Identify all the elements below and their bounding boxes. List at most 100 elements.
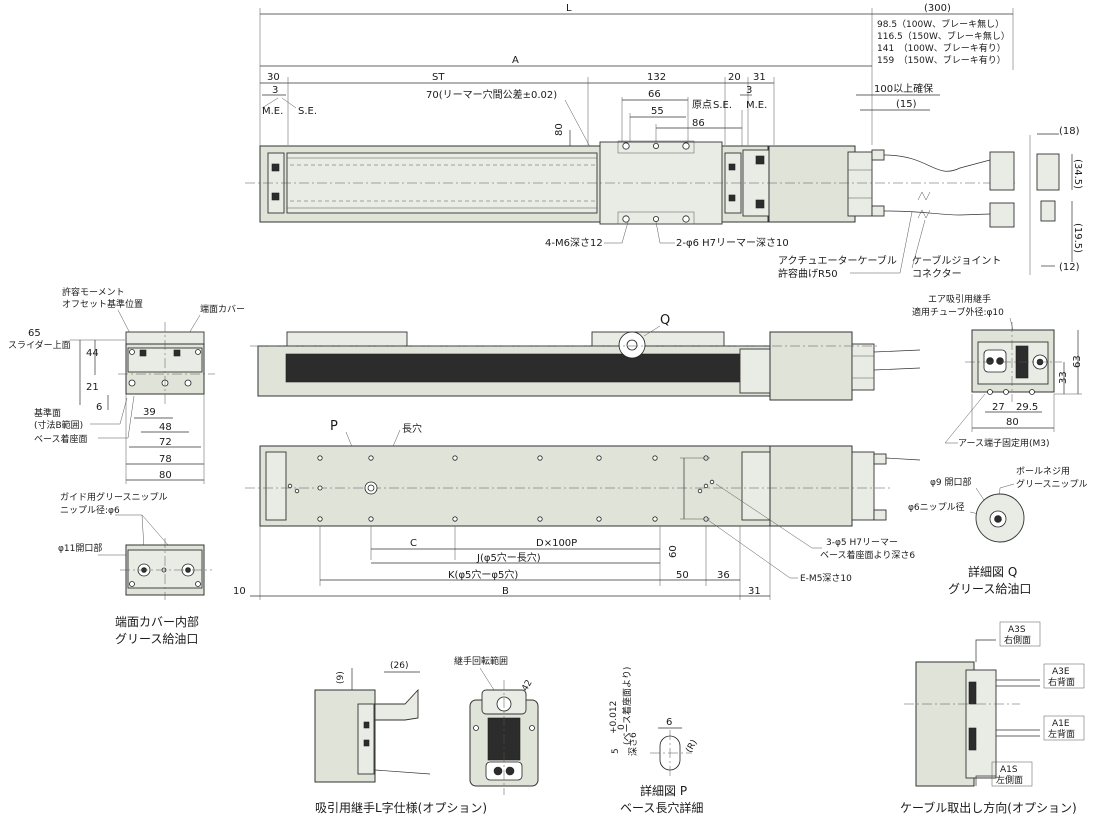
p-r: (R) — [684, 738, 699, 755]
dim-3-left: 3 — [272, 85, 278, 96]
dim-21: 21 — [86, 382, 99, 393]
inner-caption-2: グリース給油口 — [115, 632, 198, 646]
l-fitting-option: (9) (26) 継手回転範囲 φ42 吸引用継手L字仕様(オプション) — [314, 655, 539, 815]
p-depth-3: 深さ6 — [628, 732, 639, 756]
cable-bend-1: アクチュエーターケーブル — [778, 254, 897, 267]
dim-3-right: 3 — [746, 85, 752, 96]
tap-bottom: E-M5深さ10 — [800, 573, 852, 584]
dim-20: 20 — [728, 72, 741, 83]
a1e-1: A1E — [1052, 719, 1070, 729]
detail-p: 5 +0.012 0 (ベース着座面より) 深さ6 6 (R) 詳細図 P ベー… — [609, 667, 703, 815]
ref-2: (寸法B範囲) — [34, 419, 83, 431]
ball-2: グリースニップル — [1016, 478, 1088, 490]
dim-78: 78 — [159, 454, 172, 465]
conn-12: (12) — [1059, 262, 1080, 273]
slider-top: スライダー上面 — [8, 339, 71, 351]
p-caption-1: 詳細図 P — [640, 783, 687, 798]
opening-11: φ11開口部 — [58, 542, 102, 554]
cable-bend-2: 許容曲げR50 — [778, 267, 838, 280]
dim-K: K(φ5穴ーφ5穴) — [448, 568, 518, 581]
motor-length-3: 141 （100W、ブレーキ有り） — [877, 42, 1006, 54]
base-mount: ベース着座面 — [34, 433, 88, 445]
reamer-label: 2-φ6 H7リーマー深さ10 — [676, 237, 789, 249]
clearance-label: 100以上確保 — [874, 82, 933, 95]
a1e-2: 左背面 — [1048, 728, 1075, 740]
dim-50: 50 — [676, 570, 689, 581]
connector-1: ケーブルジョイント — [912, 254, 1001, 267]
dim-D: D×100P — [536, 538, 577, 549]
ball-1: ボールネジ用 — [1016, 466, 1070, 477]
rotation-range: 継手回転範囲 — [454, 655, 508, 667]
dim-63: 63 — [1072, 355, 1083, 368]
dim-44: 44 — [86, 348, 99, 359]
ground-label: アース端子固定用(M3) — [958, 437, 1050, 449]
inner-caption-1: 端面カバー内部 — [115, 614, 199, 629]
dim-39: 39 — [143, 407, 156, 418]
se-left: S.E. — [298, 106, 317, 117]
dim-33: 33 — [1058, 371, 1069, 384]
dim-15: (15) — [896, 99, 917, 110]
motor-length-4: 159 （150W、ブレーキ有り） — [877, 54, 1006, 66]
dim-31-bottom: 31 — [748, 586, 761, 597]
reamer-bottom-1: 3-φ5 H7リーマー — [826, 538, 898, 548]
me-right: M.E. — [746, 100, 767, 111]
q-caption-1: 詳細図 Q — [968, 564, 1017, 579]
dim-9: (9) — [336, 671, 346, 684]
slot-label: 長穴 — [402, 422, 422, 435]
moment-1: 許容モーメント — [62, 286, 125, 298]
reamer-pitch: 70(リーマー穴間公差±0.02) — [426, 88, 557, 101]
se-right: S.E. — [713, 100, 732, 111]
opening-9: φ9 開口部 — [930, 476, 972, 488]
dim-55: 55 — [651, 106, 664, 117]
p-depth-2: (ベース着座面より) — [621, 667, 633, 745]
p-tolerance-low: 0 — [617, 724, 627, 730]
a1s-2: 左側面 — [996, 774, 1023, 786]
cable-caption: ケーブル取出し方向(オプション) — [900, 800, 1077, 815]
option-box-a1s — [991, 761, 1033, 787]
dim-10: 10 — [233, 586, 246, 597]
motor-length-2: 116.5（150W、ブレーキ無し） — [877, 30, 1010, 42]
dim-60: 60 — [668, 545, 679, 558]
dim-36: 36 — [717, 570, 730, 581]
air-1: エア吸引用継手 — [928, 293, 991, 305]
dim-6-left: 6 — [96, 402, 102, 413]
p-dim-6: 6 — [666, 717, 672, 728]
dim-31: 31 — [753, 72, 766, 83]
dim-ST: ST — [432, 72, 445, 83]
reamer-bottom-2: ベース着座面より深さ6 — [820, 549, 915, 561]
dim-65: 65 — [28, 328, 41, 339]
me-left: M.E. — [262, 106, 283, 117]
a3s-2: 右側面 — [1004, 634, 1031, 646]
guide-1: ガイド用グリースニップル — [60, 491, 168, 503]
dim-66: 66 — [648, 89, 661, 100]
ref-1: 基準面 — [34, 407, 61, 419]
dim-27: 27 — [992, 402, 1005, 413]
l-caption: 吸引用継手L字仕様(オプション) — [315, 800, 487, 815]
q-caption-2: グリース給油口 — [948, 582, 1031, 596]
left-end-view: 許容モーメント オフセット基準位置 端面カバー 65 スライダー上面 44 21… — [8, 286, 245, 484]
dim-48: 48 — [159, 422, 172, 433]
side-view: Q — [250, 313, 921, 401]
a3e-1: A3E — [1052, 667, 1070, 677]
end-cover-label: 端面カバー — [200, 303, 245, 315]
dim-80-right: 80 — [1006, 417, 1019, 428]
dim-26: (26) — [390, 661, 408, 671]
dim-80-left: 80 — [159, 470, 172, 481]
dim-C: C — [410, 538, 417, 549]
option-box-a3e — [1043, 663, 1085, 689]
dim-72: 72 — [159, 437, 172, 448]
q-label: Q — [660, 313, 670, 328]
dim-A: A — [512, 55, 519, 66]
conn-345: (34.5) — [1072, 159, 1083, 189]
p-tolerance: +0.012 — [609, 701, 619, 734]
right-end-view: エア吸引用継手 適用チューブ外径:φ10 63 33 27 29.5 80 アー… — [912, 293, 1083, 449]
air-2: 適用チューブ外径:φ10 — [912, 306, 1004, 318]
grease-inner-view: ガイド用グリースニップル ニップル径:φ6 φ11開口部 端面カバー内部 グリー… — [58, 491, 212, 646]
dim-J: J(φ5穴ー長穴) — [476, 551, 541, 564]
option-box-a3s — [999, 621, 1041, 647]
dim-300: (300) — [924, 3, 951, 14]
dim-80-top: 80 — [554, 123, 565, 136]
dim-132: 132 — [647, 72, 666, 83]
detail-q: ボールネジ用 グリースニップル φ9 開口部 φ6ニップル径 詳細図 Q グリー… — [908, 466, 1088, 596]
